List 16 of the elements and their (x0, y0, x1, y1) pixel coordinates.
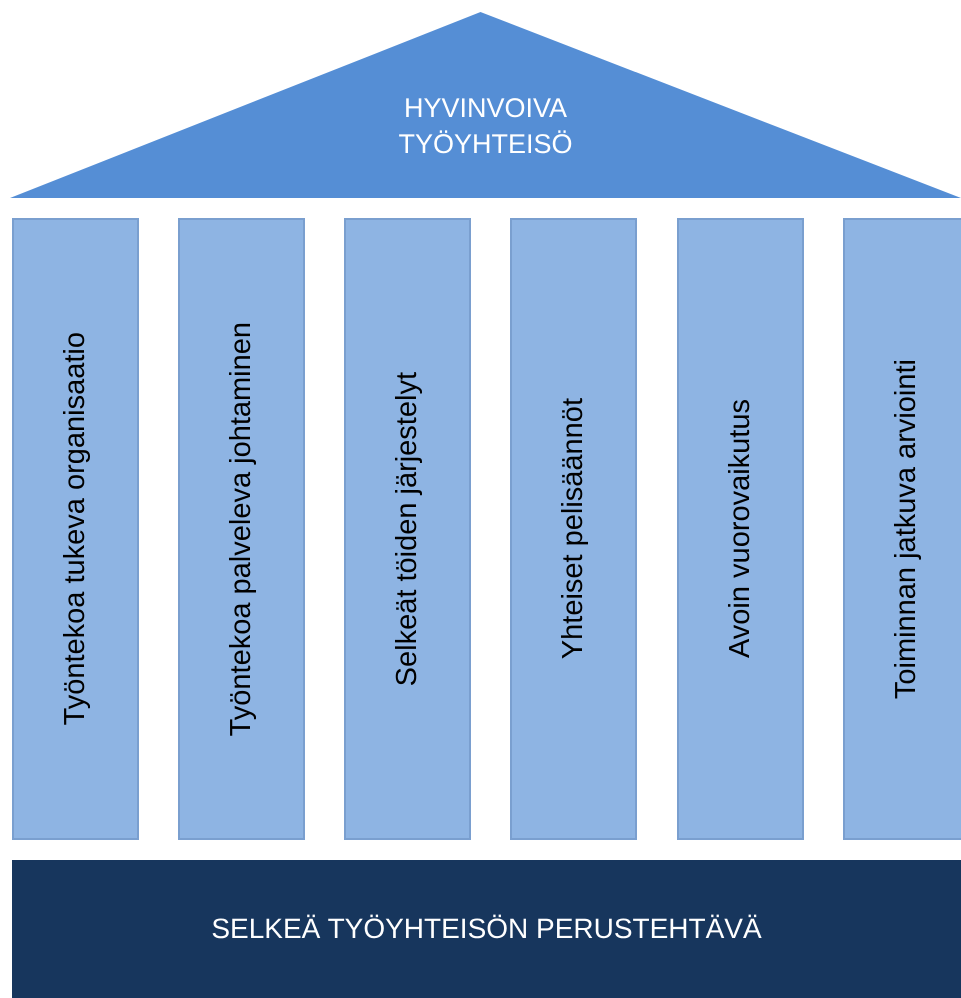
pillar-label: Yhteiset pelisäännöt (557, 398, 590, 660)
pillar (344, 218, 471, 840)
foundation-bar (12, 860, 961, 998)
pillar-label: Avoin vuorovaikutus (724, 399, 757, 658)
pillar-label: Toiminnan jatkuva arviointi (890, 358, 923, 700)
pillar (178, 218, 305, 840)
pillar-label: Työntekoa tukeva organisaatio (59, 332, 92, 726)
pillar-label: Selkeät töiden järjestelyt (391, 372, 424, 686)
pillar (510, 218, 637, 840)
pillar-label: Työntekoa palveleva johtaminen (225, 322, 258, 736)
pillar (12, 218, 139, 840)
roof-label: HYVINVOIVA TYÖYHTEISÖ (397, 92, 574, 161)
roof-triangle (10, 12, 961, 198)
pillar (677, 218, 804, 840)
pillar (843, 218, 961, 840)
foundation-label: SELKEÄ TYÖYHTEISÖN PERUSTEHTÄVÄ (211, 913, 762, 945)
